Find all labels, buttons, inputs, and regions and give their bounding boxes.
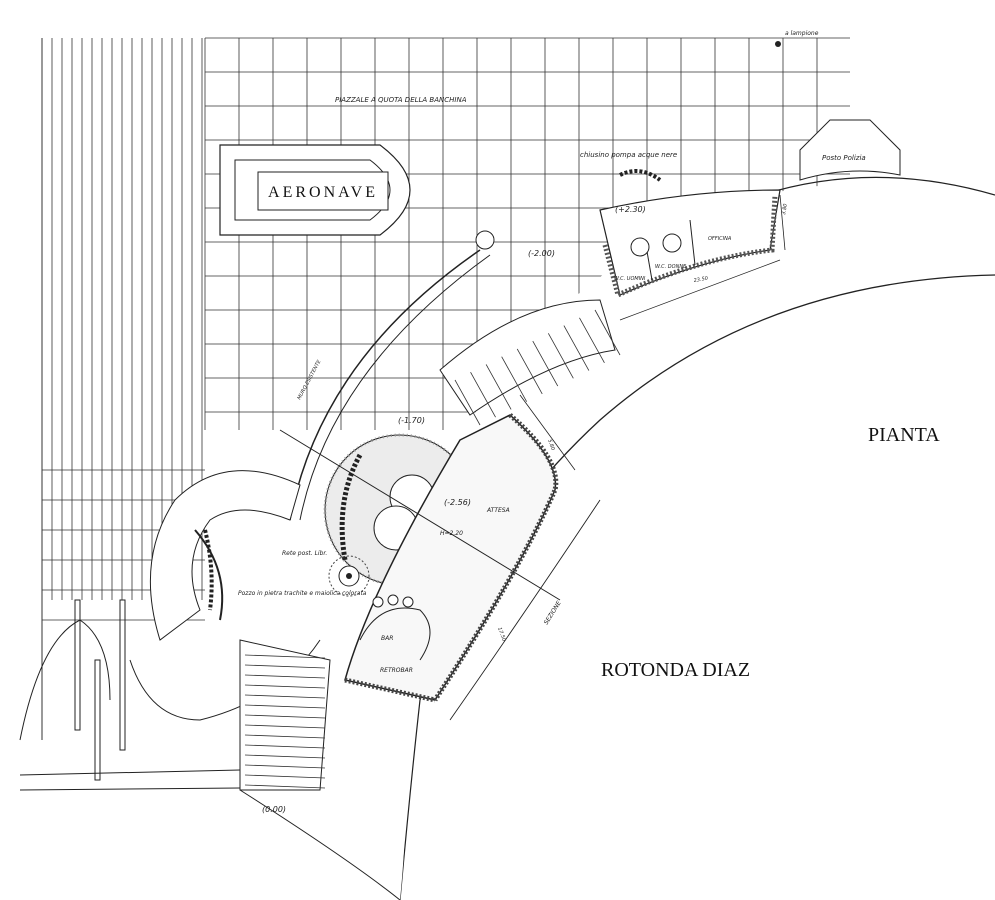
lampione-label: a lampione	[785, 30, 819, 37]
police-post: Posto Polizia	[799, 119, 901, 181]
striped-paving	[41, 38, 203, 740]
place-name: ROTONDA DIAZ	[601, 659, 750, 681]
bar-building: ATTESA H=2.20 BAR RETROBAR	[344, 413, 559, 703]
curved-ramp-wall	[289, 249, 481, 521]
hedge-plaza	[339, 453, 363, 561]
lower-staircase	[239, 639, 331, 791]
lower-left-area	[19, 599, 405, 900]
section-line	[279, 429, 561, 601]
level-labels: (+2.30) (-2.00) (-1.70) (-2.56) (0.00)	[262, 205, 646, 814]
aeronave-label: AERONAVE	[268, 184, 378, 201]
dimension-labels: 3.80 23.50 5.80 17.50	[496, 203, 789, 642]
dimension-label: 17.50	[496, 627, 507, 643]
dimension-label: 23.50	[693, 276, 708, 284]
attesa-label: ATTESA	[486, 507, 510, 514]
wc-donne-label: W.C. DONNE	[655, 264, 687, 270]
dimension-label: 5.80	[546, 439, 555, 452]
bar-label: BAR	[381, 635, 393, 642]
hedge-pump	[619, 169, 662, 182]
rete-label: Rete post. Libr.	[282, 550, 327, 557]
retrobar-label: RETROBAR	[380, 667, 413, 674]
pump-label: chiusino pompa acque nere	[580, 151, 677, 159]
aeronave-building: AERONAVE	[219, 144, 411, 236]
upper-staircase	[439, 299, 621, 426]
officina-label: OFFICINA	[708, 236, 732, 242]
dimension-label: 3.80	[781, 203, 789, 215]
level-label: (0.00)	[262, 805, 286, 814]
level-label: (+2.30)	[615, 205, 646, 214]
piazzale-label: PIAZZALE A QUOTA DELLA BANCHINA	[335, 96, 467, 104]
hedge-terrace	[203, 529, 214, 611]
posto-polizia-label: Posto Polizia	[822, 154, 866, 162]
wc-uomini-label: W.C. UOMINI	[614, 276, 646, 282]
level-label: (-2.56)	[444, 498, 471, 507]
level-label: (-2.00)	[528, 249, 555, 258]
services-block: W.C. UOMINI W.C. DONNE OFFICINA	[599, 189, 781, 299]
drawing-title: PIANTA	[868, 424, 940, 446]
level-label: (-1.70)	[398, 416, 425, 425]
pozzo-label: Pozzo in pietra trachite e maiolica colo…	[238, 590, 367, 597]
height-label: H=2.20	[440, 530, 463, 537]
dimension-lines	[449, 194, 786, 721]
muro-label: MURO ESISTENTE	[296, 358, 322, 401]
